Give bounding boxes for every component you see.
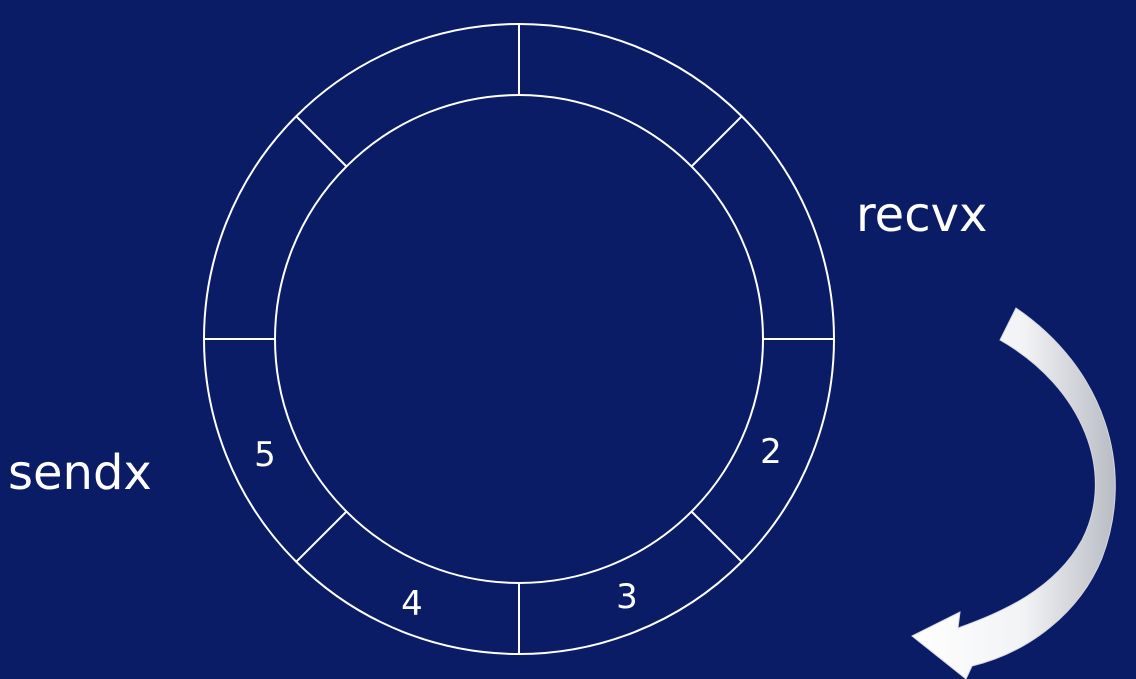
slot-value-4: 4 [401, 584, 423, 624]
slot-value-2: 2 [760, 432, 782, 472]
slot-value-5: 5 [254, 435, 276, 475]
slot-dividers [204, 24, 834, 654]
sendx-label: sendx [8, 445, 152, 501]
slot-divider [295, 115, 348, 168]
curved-arrow-icon [911, 307, 1116, 679]
slot-divider [690, 115, 743, 168]
recvx-label: recvx [856, 187, 988, 243]
ring-inner-circle [274, 94, 764, 584]
slot-value-3: 3 [616, 577, 638, 617]
slot-divider [295, 510, 348, 563]
slot-divider [690, 510, 743, 563]
